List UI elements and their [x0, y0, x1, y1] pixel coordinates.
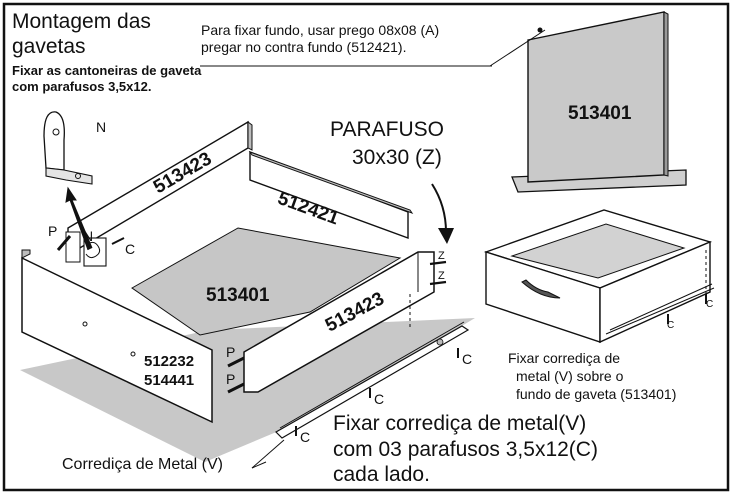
drawer-back-512421 [248, 150, 414, 240]
corner-bracket-loose [43, 111, 93, 185]
parafuso-arrow-head [438, 228, 454, 244]
part-code-front2: 514441 [144, 372, 195, 389]
slide-callout-line2 [251, 439, 285, 469]
note-bottom-line2: com 03 parafusos 3,5x12(C) [333, 438, 598, 461]
assembled-drawer [483, 209, 715, 344]
note-top-line2: pregar no contra fundo (512421). [201, 39, 407, 55]
note-right-line3: fundo de gaveta (513401) [516, 386, 677, 402]
title-line2: gavetas [12, 35, 86, 58]
part-code-bottom-panel: 513401 [568, 103, 632, 124]
letter-p-front2: P [226, 371, 236, 387]
letter-p-upper: P [48, 223, 58, 239]
drawer-front-panel [21, 249, 213, 424]
bottom-panel-513401 [511, 11, 687, 193]
corredica-callout: Corrediça de Metal (V) [62, 456, 223, 473]
drawer-floor-513401 [131, 227, 402, 336]
metal-slide-rail [275, 321, 470, 439]
letter-n-bracket: N [96, 119, 107, 135]
slide-callout-line [251, 461, 267, 469]
letter-z-1: Z [438, 250, 445, 262]
letter-n-small: N [83, 228, 94, 244]
note-leader-line [489, 29, 546, 67]
bracket-arrow [65, 186, 93, 251]
note-right-line2: metal (V) sobre o [516, 368, 624, 384]
letter-p-front1: P [226, 344, 236, 360]
note-top-line1: Para fixar fundo, usar prego 08x08 (A) [201, 22, 440, 38]
letter-c-rail-mid: C [374, 391, 385, 407]
parafuso-size: 30x30 (Z) [352, 146, 442, 169]
instruction-line1: Fixar as cantoneiras de gaveta [12, 63, 202, 78]
note-bottom-line3: cada lado. [333, 463, 430, 486]
screws-upper [56, 235, 125, 251]
title-line1: Montagem das [12, 10, 151, 33]
letter-c-drawer-1: C [667, 320, 675, 331]
letter-z-2: Z [438, 270, 445, 282]
instruction-line2: com parafusos 3,5x12. [12, 79, 152, 94]
letter-c-rail-right: C [462, 351, 473, 367]
part-code-drawer-floor: 513401 [206, 285, 270, 306]
screws-front-side [227, 356, 245, 394]
rail-screws [295, 348, 459, 436]
note-right-line1: Fixar corrediça de [508, 350, 621, 366]
note-bottom-line1: Fixar corrediça de metal(V) [333, 412, 587, 435]
screws-z [429, 260, 447, 286]
parafuso-arrow [431, 183, 447, 233]
part-code-front1: 512232 [144, 353, 195, 370]
letter-c-upper: C [125, 241, 136, 257]
letter-c-drawer-2: C [706, 299, 714, 310]
drawer-side-513423 [243, 251, 435, 393]
letter-c-rail-bottom: C [300, 429, 311, 445]
parafuso-label: PARAFUSO [330, 118, 444, 141]
drawer-rail-screws [667, 294, 707, 324]
